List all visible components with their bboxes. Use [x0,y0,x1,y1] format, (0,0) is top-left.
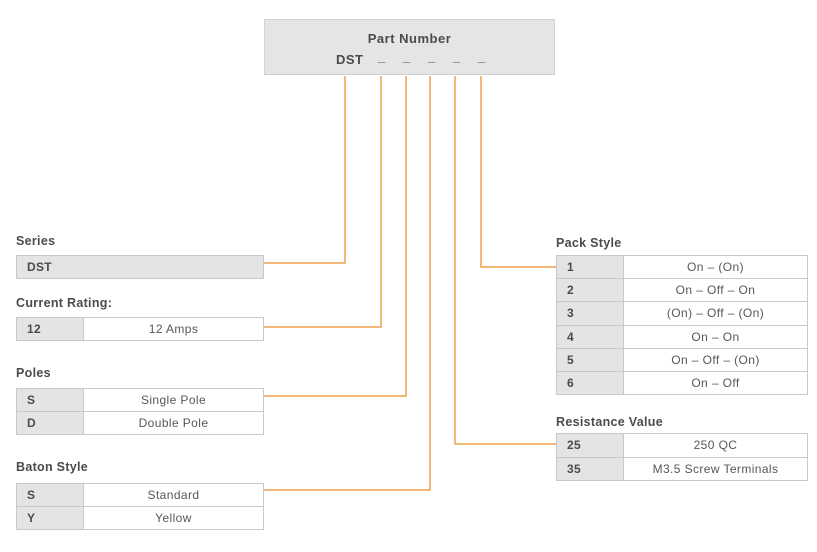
connector-resistance-value [454,76,556,445]
table-row: 2 On – Off – On [557,278,807,302]
part-number-placeholder: _ [453,49,461,64]
option-code-cell: 3 [557,302,624,325]
poles-table: S Single Pole D Double Pole [16,388,264,435]
table-row: S Standard [17,484,263,506]
option-code-cell: 6 [557,371,624,395]
option-value-cell: Single Pole [140,393,207,407]
option-code-cell: Y [17,507,84,529]
resistance-value-label: Resistance Value [556,415,663,429]
option-code-cell: 4 [557,325,624,348]
option-code-cell: 25 [557,434,624,457]
option-code-cell: 35 [557,457,624,480]
table-row: 4 On – On [557,324,807,348]
option-code-cell: S [17,389,84,411]
table-row: Y Yellow [17,506,263,529]
connector-series [264,76,346,264]
option-code-cell: 1 [557,256,624,279]
option-value-cell: Double Pole [138,416,209,430]
option-value-cell: Yellow [155,511,192,525]
part-number-prefix: DST [336,52,364,67]
table-row: D Double Pole [17,411,263,434]
option-code-cell: D [17,412,84,434]
option-value-cell: M3.5 Screw Terminals [652,461,779,476]
option-value-cell: On – (On) [687,260,744,275]
series-label: Series [16,234,56,248]
table-row: 1 On – (On) [557,256,807,279]
baton-style-table: S Standard Y Yellow [16,483,264,530]
part-number-placeholder: _ [428,49,436,64]
option-code-cell: 2 [557,279,624,302]
option-code-cell: 5 [557,348,624,371]
current-rating-table: 12 12 Amps [16,317,264,341]
table-row: DST [17,256,263,278]
option-value-cell: On – On [691,329,740,344]
option-value-cell: On – Off – (On) [671,352,760,367]
table-row: 3 (On) – Off – (On) [557,301,807,325]
table-row: S Single Pole [17,389,263,411]
connector-pack-style [480,76,556,268]
resistance-value-table: 25 250 QC 35 M3.5 Screw Terminals [556,433,808,481]
part-number-box: Part Number DST _ _ _ _ _ [264,19,555,75]
table-row: 25 250 QC [557,434,807,457]
pack-style-table: 1 On – (On) 2 On – Off – On 3 (On) – Off… [556,255,808,395]
option-code-cell: S [17,484,84,506]
series-code-cell: DST [17,256,263,278]
part-number-placeholder: _ [378,49,386,64]
option-value-cell: On – Off [691,375,740,390]
current-rating-label: Current Rating: [16,296,113,310]
connector-current-rating [264,76,382,328]
table-row: 35 M3.5 Screw Terminals [557,456,807,480]
option-value-cell: 12 Amps [148,322,199,336]
option-value-cell: 250 QC [693,438,738,453]
table-row: 5 On – Off – (On) [557,347,807,371]
part-number-placeholder: _ [403,49,411,64]
poles-label: Poles [16,366,51,380]
baton-style-label: Baton Style [16,460,89,474]
option-code-cell: 12 [17,318,84,340]
connector-poles [264,76,407,397]
series-table: DST [16,255,264,279]
table-row: 12 12 Amps [17,318,263,340]
table-row: 6 On – Off [557,370,807,395]
option-value-cell: (On) – Off – (On) [666,306,765,321]
part-number-placeholder: _ [478,49,486,64]
part-number-title: Part Number [367,31,452,46]
connector-baton-style [264,76,431,491]
option-value-cell: Standard [147,488,200,502]
pack-style-label: Pack Style [556,236,622,250]
option-value-cell: On – Off – On [675,283,756,298]
